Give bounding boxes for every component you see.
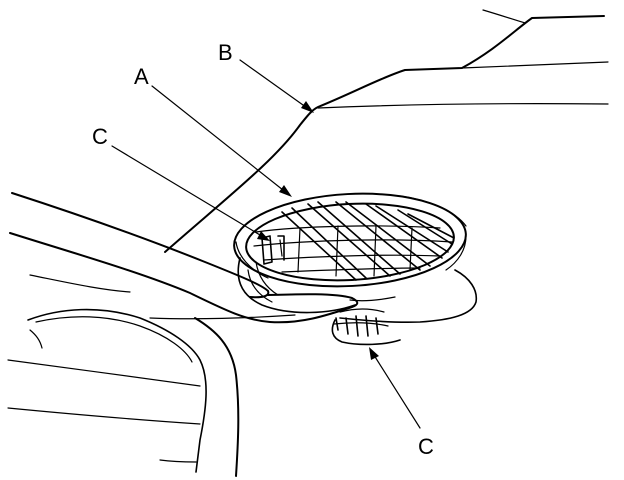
lower-interior-panel — [7, 308, 240, 477]
callout-c-lower-label: C — [418, 434, 434, 459]
callout-c-upper-label: C — [92, 124, 108, 149]
vent-grille — [233, 192, 467, 288]
lower-clip — [333, 308, 389, 337]
callout-a-label: A — [134, 64, 149, 89]
callout-b-label: B — [218, 40, 233, 65]
upper-clip — [261, 235, 285, 265]
leader-lines — [111, 59, 421, 429]
dashboard-side-panel — [9, 192, 359, 324]
vent-housing — [237, 257, 478, 346]
dashboard-upper-edge — [164, 9, 609, 253]
